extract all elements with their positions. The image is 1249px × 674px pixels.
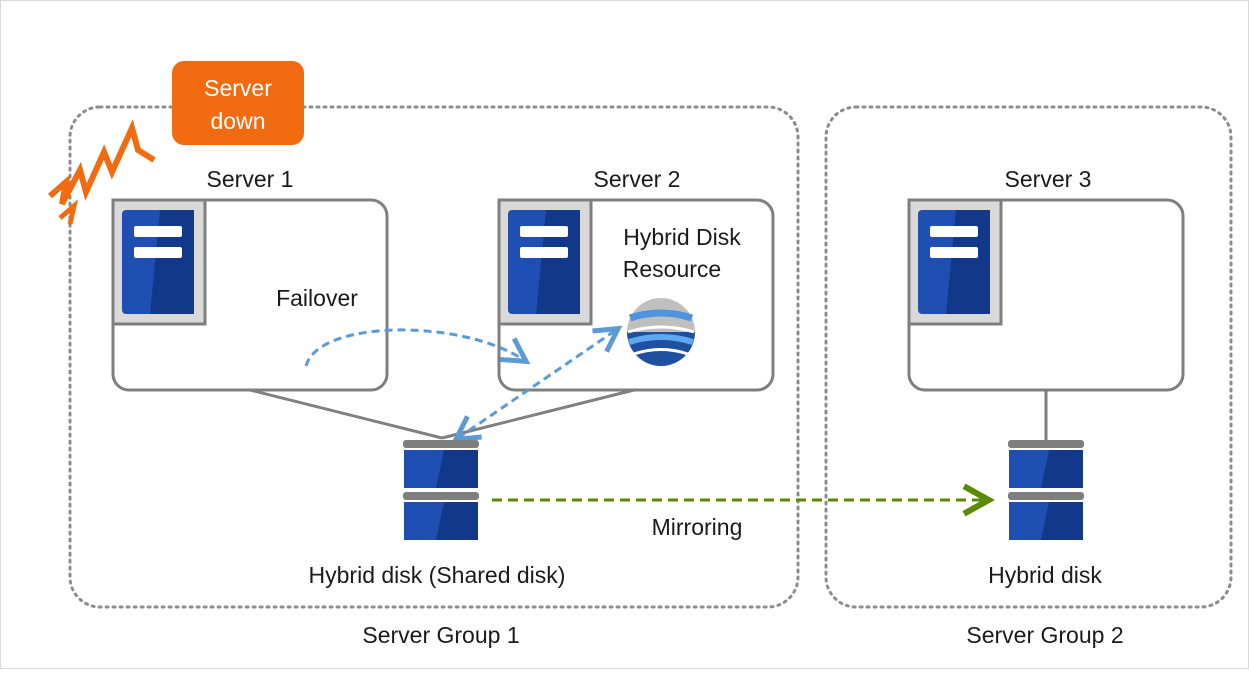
server-3	[907, 198, 1185, 392]
resource-disk-access-arrow	[458, 330, 616, 438]
server-group-1-label: Server Group 1	[362, 622, 519, 648]
failover-arrow	[304, 328, 524, 367]
server-down-badge: Server down	[172, 61, 304, 145]
server-1-label: Server 1	[207, 166, 294, 192]
server-icon	[122, 210, 194, 314]
hybrid-disk-label: Hybrid disk	[988, 562, 1102, 588]
badge-line2: down	[211, 108, 266, 134]
server-icon	[918, 210, 990, 314]
hybrid-disk-resource-icon	[627, 298, 695, 366]
server-1	[111, 198, 389, 392]
server-group-2-frame	[824, 105, 1233, 609]
failover-label: Failover	[276, 285, 358, 311]
server-3-label: Server 3	[1005, 166, 1092, 192]
hybrid-disk-icon	[1008, 440, 1084, 540]
shared-disk-label: Hybrid disk (Shared disk)	[309, 562, 566, 588]
connector-server1-disk	[249, 388, 443, 440]
server-icon	[508, 210, 580, 314]
shared-hybrid-disk-icon	[403, 440, 479, 540]
server-2-label: Server 2	[594, 166, 681, 192]
hybrid-disk-resource-label-line1: Hybrid Disk	[623, 224, 741, 250]
mirroring-label: Mirroring	[652, 514, 743, 540]
hybrid-disk-resource-label-line2: Resource	[623, 256, 721, 282]
server-group-1-frame	[68, 105, 800, 609]
badge-line1: Server	[204, 75, 272, 101]
server-group-2-label: Server Group 2	[966, 622, 1123, 648]
lightning-icon	[48, 119, 156, 225]
